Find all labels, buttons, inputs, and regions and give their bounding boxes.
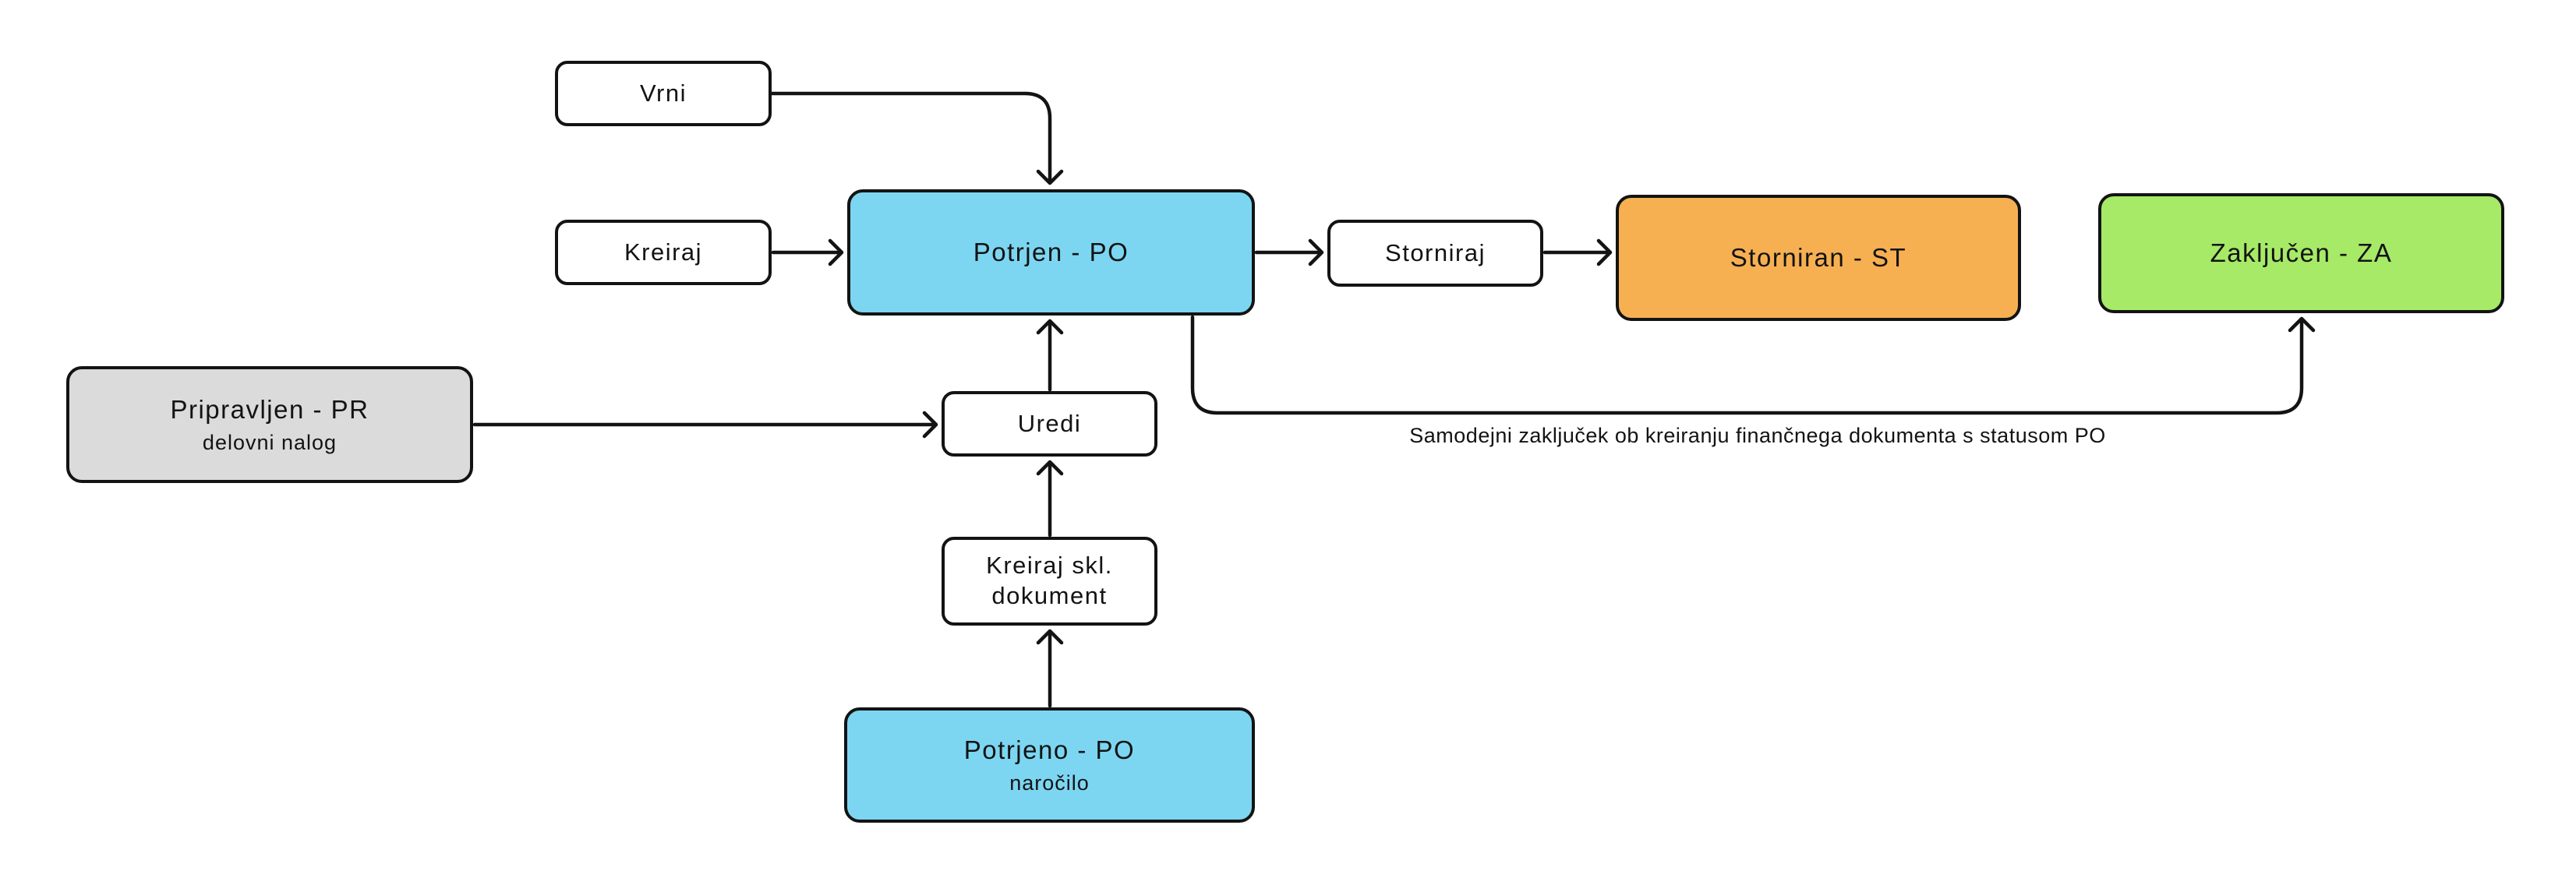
node-potrjen-po: Potrjen - PO	[847, 189, 1255, 316]
node-potrjen-po-label: Potrjen - PO	[973, 238, 1129, 267]
node-uredi-label: Uredi	[1017, 409, 1082, 437]
node-pripravljen-pr-sublabel: delovni nalog	[202, 431, 337, 455]
node-zakljucen-za-label: Zaključen - ZA	[2210, 238, 2393, 268]
node-potrjeno-po-sublabel: naročilo	[1009, 771, 1090, 795]
node-potrjeno-po: Potrjeno - PO naročilo	[844, 707, 1255, 823]
node-zakljucen-za: Zaključen - ZA	[2098, 193, 2504, 313]
annotation-auto-close-note: Samodejni zaključek ob kreiranju finančn…	[1409, 424, 2106, 447]
node-pripravljen-pr-label: Pripravljen - PR	[170, 395, 369, 425]
node-storniran-st: Storniran - ST	[1616, 195, 2021, 321]
node-uredi: Uredi	[942, 391, 1157, 457]
node-storniraj: Storniraj	[1327, 220, 1543, 287]
node-storniran-st-label: Storniran - ST	[1730, 243, 1907, 273]
node-kreiraj-skl-dokument-label: Kreiraj skl. dokument	[986, 552, 1113, 609]
node-vrni-label: Vrni	[640, 79, 687, 107]
node-kreiraj-skl-dokument: Kreiraj skl. dokument	[942, 537, 1157, 626]
node-pripravljen-pr: Pripravljen - PR delovni nalog	[66, 366, 473, 483]
node-storniraj-label: Storniraj	[1385, 238, 1486, 266]
node-kreiraj-label: Kreiraj	[624, 238, 703, 266]
node-kreiraj: Kreiraj	[555, 220, 772, 285]
node-potrjeno-po-label: Potrjeno - PO	[963, 735, 1136, 765]
node-vrni: Vrni	[555, 61, 772, 126]
connector-vrni-to-potrjen	[769, 91, 1064, 185]
connector-potrjen-to-zakljucen	[1190, 315, 2316, 415]
